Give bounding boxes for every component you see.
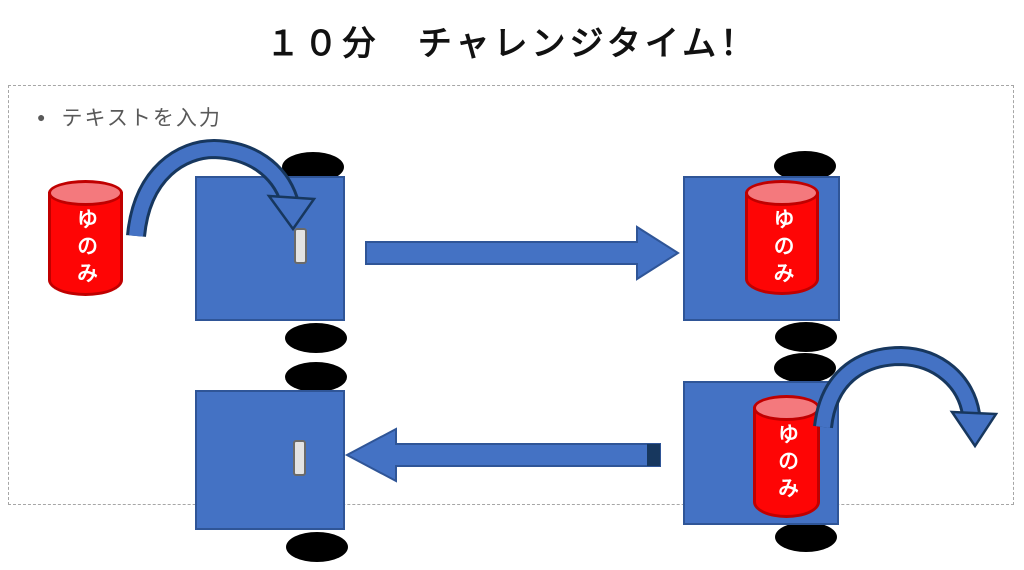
wheel-bottom-icon — [775, 522, 837, 552]
wheel-top-icon — [285, 362, 347, 392]
teacup-body — [753, 407, 820, 518]
wheel-bottom-icon — [285, 323, 347, 353]
teacup-lid — [48, 180, 123, 206]
machine-top-right[interactable]: ゆのみ — [683, 150, 840, 355]
content-placeholder[interactable]: ● テキストを入力 — [8, 85, 1014, 505]
machine-bottom-right[interactable]: ゆのみ — [683, 353, 840, 563]
teacup-label: ゆのみ — [771, 208, 794, 289]
machine-top-left[interactable] — [195, 150, 347, 355]
wheel-top-icon — [774, 353, 836, 383]
teacup-body — [48, 192, 123, 296]
teacup-label: ゆのみ — [74, 208, 98, 289]
teacup-label: ゆのみ — [775, 423, 799, 504]
machine-body — [195, 176, 345, 321]
teacup-top-left[interactable]: ゆのみ — [48, 180, 123, 296]
bullet-icon: ● — [37, 109, 46, 125]
teacup-bottom-right[interactable]: ゆのみ — [753, 395, 820, 518]
machine-bottom-left[interactable] — [195, 362, 348, 564]
teacup-body — [745, 192, 819, 295]
bullet-placeholder-text: テキストを入力 — [61, 107, 222, 130]
wheel-bottom-icon — [286, 532, 348, 562]
coin-slot — [293, 440, 306, 476]
machine-body — [195, 390, 345, 530]
coin-slot — [294, 228, 307, 264]
teacup-top-right[interactable]: ゆのみ — [745, 180, 819, 295]
teacup-lid — [753, 395, 820, 421]
slide-title[interactable]: １０分 チャレンジタイム！ — [265, 25, 759, 63]
teacup-lid — [745, 180, 819, 206]
bullet-line: ● テキストを入力 — [37, 102, 222, 132]
wheel-bottom-icon — [775, 322, 837, 352]
